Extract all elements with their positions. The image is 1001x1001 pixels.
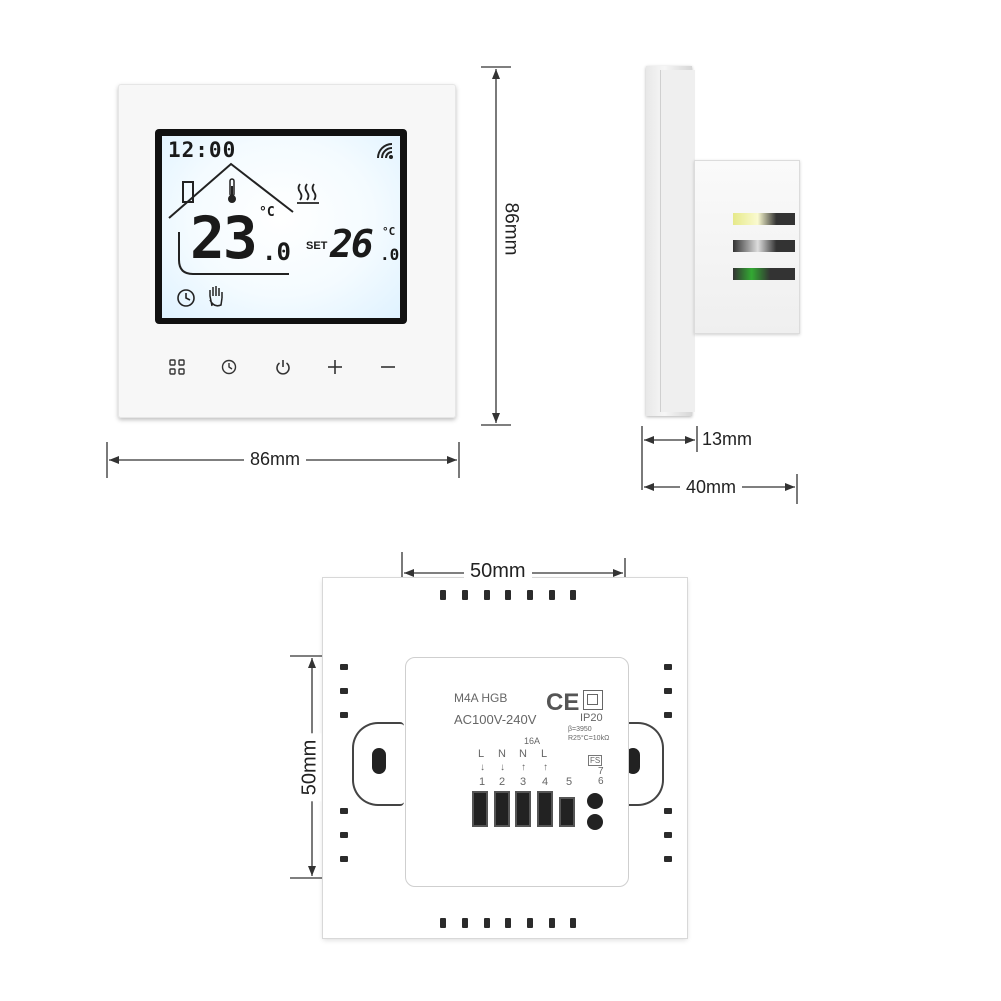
terminal-letter: L bbox=[478, 748, 485, 760]
vent bbox=[549, 590, 555, 600]
vent bbox=[340, 808, 348, 814]
set-unit: °C bbox=[382, 225, 396, 238]
vent bbox=[570, 918, 576, 928]
vent bbox=[462, 590, 468, 600]
set-label: SET bbox=[306, 240, 328, 252]
sensor-spec: β=3950 bbox=[568, 726, 592, 733]
terminal-letter: N bbox=[498, 748, 506, 760]
vent bbox=[440, 918, 446, 928]
minus-button[interactable] bbox=[375, 354, 401, 380]
power-button[interactable] bbox=[270, 354, 296, 380]
terminal-slot bbox=[733, 268, 795, 280]
vent bbox=[527, 590, 533, 600]
terminal-block bbox=[537, 791, 553, 827]
mounting-hole-left bbox=[372, 748, 386, 774]
ce-mark: CE bbox=[546, 689, 580, 716]
current-unit: °C bbox=[259, 205, 275, 220]
set-temperature-decimal: .0 bbox=[380, 245, 400, 264]
sensor-terminal bbox=[587, 793, 603, 809]
vent bbox=[664, 808, 672, 814]
sensor-label: FS bbox=[588, 755, 603, 766]
vent bbox=[505, 918, 511, 928]
terminal-number: 2 bbox=[499, 776, 506, 788]
clock-icon bbox=[221, 359, 237, 375]
minus-icon bbox=[381, 366, 395, 368]
front-depth-label: 13mm bbox=[700, 429, 755, 450]
terminal-block bbox=[494, 791, 510, 827]
menu-button[interactable] bbox=[164, 354, 190, 380]
terminal-letter: L bbox=[541, 748, 548, 760]
vent bbox=[527, 918, 533, 928]
sensor-number: 7 bbox=[598, 766, 604, 777]
front-width-label: 86mm bbox=[244, 449, 307, 470]
vent bbox=[440, 590, 446, 600]
terminal-slot bbox=[733, 240, 795, 252]
terminal-number: 5 bbox=[566, 776, 573, 788]
terminal-number: 3 bbox=[520, 776, 527, 788]
double-insulation-icon bbox=[583, 690, 603, 710]
terminal-number: 1 bbox=[479, 776, 486, 788]
total-depth-label: 40mm bbox=[680, 477, 743, 498]
terminal-block bbox=[515, 791, 531, 827]
arrow-icon: ↑ bbox=[543, 762, 548, 773]
vent bbox=[340, 856, 348, 862]
sensor-terminal bbox=[587, 814, 603, 830]
grid-icon bbox=[169, 359, 185, 375]
vent bbox=[505, 590, 511, 600]
ip-rating: IP20 bbox=[580, 712, 603, 724]
plus-icon bbox=[328, 360, 342, 374]
vent bbox=[484, 590, 490, 600]
arrow-icon: ↓ bbox=[480, 762, 485, 773]
vent bbox=[549, 918, 555, 928]
terminal-number: 4 bbox=[542, 776, 549, 788]
vent bbox=[340, 664, 348, 670]
terminal-block bbox=[559, 797, 575, 827]
front-height-label: 86mm bbox=[499, 196, 522, 262]
vent bbox=[664, 856, 672, 862]
lcd-clock: 12:00 bbox=[168, 138, 237, 162]
terminal-slot bbox=[733, 213, 795, 225]
timer-button[interactable] bbox=[216, 354, 242, 380]
set-temperature: 26 bbox=[330, 222, 374, 266]
back-width-label: 50mm bbox=[464, 560, 532, 583]
power-icon bbox=[276, 360, 290, 375]
terminal-housing bbox=[405, 657, 629, 887]
voltage-label: AC100V-240V bbox=[454, 712, 537, 727]
vent bbox=[484, 918, 490, 928]
vent bbox=[664, 664, 672, 670]
thermometer-icon bbox=[228, 178, 236, 203]
vent bbox=[664, 688, 672, 694]
wifi-icon bbox=[377, 143, 393, 159]
lcd-screen bbox=[162, 136, 400, 318]
vent bbox=[664, 712, 672, 718]
arrow-icon: ↑ bbox=[521, 762, 526, 773]
vent bbox=[462, 918, 468, 928]
mounting-hole-right bbox=[626, 748, 640, 774]
vent bbox=[340, 832, 348, 838]
current-rating: 16A bbox=[524, 736, 541, 746]
sensor-spec-resistance: R25°C=10kΩ bbox=[568, 735, 610, 742]
hand-icon bbox=[209, 286, 223, 307]
vent bbox=[340, 712, 348, 718]
vent bbox=[570, 590, 576, 600]
house-icon bbox=[168, 162, 294, 275]
heating-icon bbox=[297, 183, 319, 204]
sensor-number: 6 bbox=[598, 776, 604, 787]
current-temperature: 23 bbox=[190, 204, 258, 272]
vent bbox=[340, 688, 348, 694]
arrow-icon: ↓ bbox=[500, 762, 505, 773]
side-frame bbox=[660, 70, 695, 412]
model-label: M4A HGB bbox=[454, 691, 508, 705]
terminal-block bbox=[472, 791, 488, 827]
terminal-letter: N bbox=[519, 748, 527, 760]
plus-button[interactable] bbox=[322, 354, 348, 380]
clock-icon bbox=[177, 289, 195, 307]
current-temperature-decimal: .0 bbox=[262, 238, 291, 266]
back-height-label: 50mm bbox=[298, 733, 322, 802]
vent bbox=[664, 832, 672, 838]
